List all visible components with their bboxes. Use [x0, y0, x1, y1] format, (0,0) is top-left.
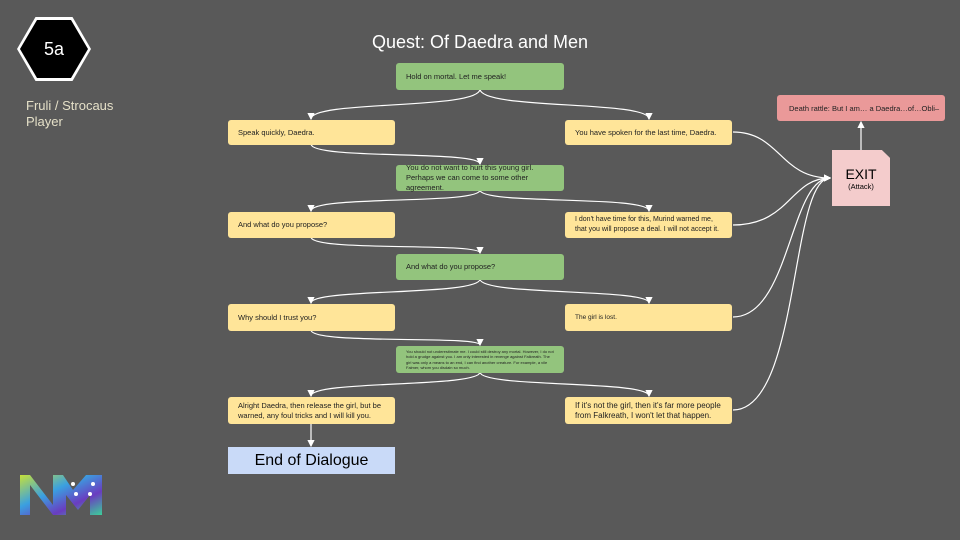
player-option-2a: And what do you propose?	[228, 212, 395, 238]
player-option-4a: Alright Daedra, then release the girl, b…	[228, 397, 395, 424]
death-rattle-node: Death rattle: But I am… a Daedra…of…Obli…	[777, 95, 945, 121]
player-option-3a: Why should I trust you?	[228, 304, 395, 331]
page-title: Quest: Of Daedra and Men	[371, 32, 589, 52]
npc-node-1: Hold on mortal. Let me speak!	[396, 63, 564, 90]
player-option-4b: If it's not the girl, then it's far more…	[565, 397, 732, 424]
player-option-2b: I don't have time for this, Murind warne…	[565, 212, 732, 238]
player-option-3b: The girl is lost.	[565, 304, 732, 331]
end-of-dialogue: End of Dialogue	[228, 447, 395, 474]
player-option-1b: You have spoken for the last time, Daedr…	[565, 120, 732, 145]
exit-sub-label: (Attack)	[848, 182, 874, 191]
player-label: Player	[26, 114, 63, 129]
characters: Fruli / Strocaus Player	[26, 98, 113, 130]
npc-node-4: You should not underestimate me. I could…	[396, 346, 564, 373]
npc-name: Fruli / Strocaus	[26, 98, 114, 113]
exit-node: EXIT (Attack)	[832, 150, 890, 206]
player-option-1a: Speak quickly, Daedra.	[228, 120, 395, 145]
exit-label: EXIT	[845, 166, 877, 182]
npc-node-2: You do not want to hurt this young girl.…	[396, 163, 564, 192]
logo	[20, 475, 102, 515]
npc-node-3: And what do you propose?	[396, 254, 564, 280]
